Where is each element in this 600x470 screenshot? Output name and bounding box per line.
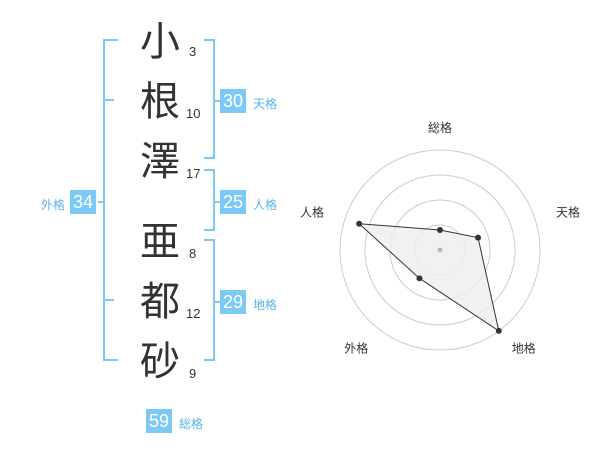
stroke-count-5: 12 — [186, 306, 201, 321]
radar-axis-label-1: 総格 — [428, 120, 452, 135]
gaikaku-bracket — [103, 39, 118, 361]
stroke-count-6: 9 — [189, 366, 197, 381]
name-char-6: 砂 — [140, 339, 180, 385]
jinkaku-bracket — [204, 169, 215, 231]
radar-axis-label-5: 人格 — [300, 204, 324, 219]
name-char-3: 澤 — [140, 139, 180, 185]
tenkaku-label: 天格 — [253, 97, 278, 111]
stroke-count-2: 10 — [186, 106, 201, 121]
name-char-2: 根 — [140, 79, 180, 125]
jinkaku-label: 人格 — [253, 198, 278, 212]
name-char-5: 都 — [140, 279, 180, 325]
radar-axis-label-4: 外格 — [344, 341, 368, 356]
name-char-1: 小 — [140, 19, 180, 65]
tenkaku-value-badge: 30 — [220, 89, 247, 113]
radar-polygon — [357, 223, 500, 333]
jinkaku-value-badge: 25 — [220, 190, 247, 214]
chikaku-bracket — [204, 239, 215, 361]
gaikaku-value-badge: 34 — [70, 190, 97, 214]
radar-point-5 — [356, 220, 363, 227]
radar-point-3 — [495, 327, 502, 334]
radar-ring-4 — [339, 149, 541, 351]
chikaku-value-badge: 29 — [220, 290, 247, 314]
stroke-count-3: 17 — [186, 166, 201, 181]
chikaku-label: 地格 — [253, 298, 278, 312]
radar-point-4 — [416, 275, 423, 282]
radar-ring-3 — [364, 174, 516, 326]
soukaku-label: 総格 — [179, 417, 204, 431]
stroke-count-1: 3 — [189, 44, 197, 59]
soukaku-value-badge: 59 — [146, 409, 173, 433]
tenkaku-bracket — [204, 39, 215, 159]
radar-point-2 — [475, 234, 482, 241]
radar-axis-label-3: 地格 — [512, 341, 536, 356]
radar-point-1 — [437, 227, 443, 233]
stroke-count-4: 8 — [189, 246, 197, 261]
radar-center-dot — [437, 247, 443, 253]
radar-axis-label-2: 天格 — [556, 204, 580, 219]
name-char-4: 亜 — [140, 219, 180, 265]
gaikaku-label: 外格 — [41, 198, 66, 212]
